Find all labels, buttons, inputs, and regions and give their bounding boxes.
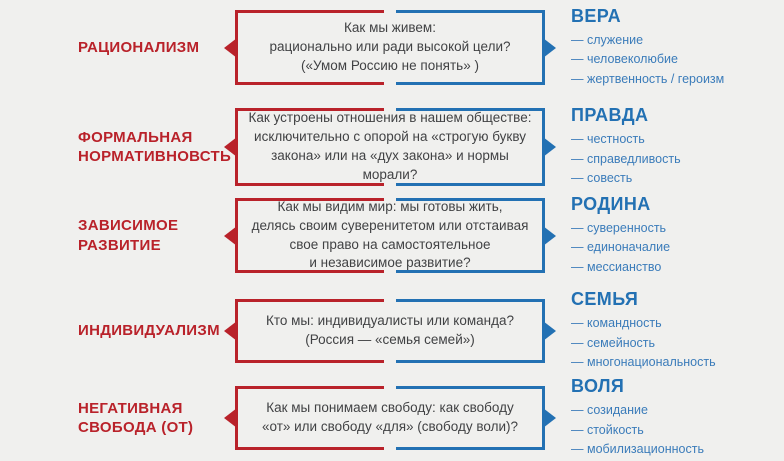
value-item: — командность bbox=[571, 316, 662, 331]
question-box: Как мы живем: рационально или ради высок… bbox=[224, 10, 556, 85]
value-item: — служение bbox=[571, 32, 644, 47]
value-item: — совесть bbox=[571, 171, 633, 186]
left-arrow-icon bbox=[224, 321, 237, 341]
value-item: — многонациональность bbox=[571, 355, 716, 370]
left-concept-label: ЗАВИСИМОЕ РАЗВИТИЕ bbox=[78, 217, 179, 254]
value-item: — честность bbox=[571, 132, 645, 147]
left-arrow-icon bbox=[224, 225, 237, 246]
value-item: — жертвенность / героизм bbox=[571, 71, 725, 86]
value-list: — командность — семейность — многонацион… bbox=[571, 314, 784, 372]
left-column: ИНДИВИДУАЛИЗМ bbox=[0, 321, 235, 341]
value-title: РОДИНА bbox=[571, 193, 651, 214]
value-item: — мессианство bbox=[571, 259, 662, 274]
right-column: ПРАВДА — честность — справедливость — со… bbox=[545, 105, 784, 188]
value-title: ПРАВДА bbox=[571, 105, 649, 126]
left-column: РАЦИОНАЛИЗМ bbox=[0, 38, 235, 58]
right-arrow-icon bbox=[543, 137, 556, 157]
right-column: ВЕРА — служение — человеколюбие — жертве… bbox=[545, 6, 784, 89]
left-concept-label: РАЦИОНАЛИЗМ bbox=[78, 38, 200, 56]
concept-row-dependent-development: ЗАВИСИМОЕ РАЗВИТИЕ Как мы видим мир: мы … bbox=[0, 194, 784, 274]
left-column: НЕГАТИВНАЯ СВОБОДА (ОТ) bbox=[0, 399, 235, 438]
value-item: — семейность bbox=[571, 335, 656, 350]
question-text: Как мы видим мир: мы готовы жить, делясь… bbox=[251, 198, 529, 271]
concept-row-formal-normativity: ФОРМАЛЬНАЯ НОРМАТИВНОВСТЬ Как устроены о… bbox=[0, 105, 784, 188]
question-box: Как устроены отношения в нашем обществе:… bbox=[224, 108, 556, 186]
value-item: — единоначалие bbox=[571, 240, 671, 255]
question-box: Как мы видим мир: мы готовы жить, делясь… bbox=[224, 198, 556, 273]
question-box: Кто мы: индивидуалисты или команда? (Рос… bbox=[224, 299, 556, 363]
right-column: РОДИНА — суверенность — единоначалие — м… bbox=[545, 194, 784, 277]
value-item: — мобилизационность bbox=[571, 442, 704, 457]
left-arrow-icon bbox=[224, 37, 237, 58]
value-list: — служение — человеколюбие — жертвенност… bbox=[571, 31, 784, 89]
concept-row-negative-freedom: НЕГАТИВНАЯ СВОБОДА (ОТ) Как мы понимаем … bbox=[0, 376, 784, 456]
value-item: — стойкость bbox=[571, 422, 644, 437]
right-column: СЕМЬЯ — командность — семейность — много… bbox=[545, 289, 784, 372]
center-column: Как мы видим мир: мы готовы жить, делясь… bbox=[224, 198, 556, 273]
value-item: — справедливость bbox=[571, 151, 681, 166]
value-title: СЕМЬЯ bbox=[571, 289, 639, 310]
right-column: ВОЛЯ — созидание — стойкость — мобилизац… bbox=[545, 376, 784, 459]
question-text: Как мы понимаем свободу: как свободу «от… bbox=[261, 400, 519, 434]
center-column: Как мы живем: рационально или ради высок… bbox=[224, 10, 556, 85]
question-text: Как устроены отношения в нашем обществе:… bbox=[248, 110, 532, 182]
value-list: — честность — справедливость — совесть bbox=[571, 130, 784, 188]
value-list: — суверенность — единоначалие — мессианс… bbox=[571, 219, 784, 277]
left-arrow-icon bbox=[224, 408, 237, 428]
value-item: — суверенность bbox=[571, 220, 667, 235]
value-title: ВЕРА bbox=[571, 5, 622, 26]
center-column: Как устроены отношения в нашем обществе:… bbox=[224, 108, 556, 186]
value-item: — созидание bbox=[571, 403, 648, 418]
question-box: Как мы понимаем свободу: как свободу «от… bbox=[224, 386, 556, 450]
right-arrow-icon bbox=[543, 225, 556, 246]
left-concept-label: ИНДИВИДУАЛИЗМ bbox=[78, 322, 220, 340]
left-concept-label: НЕГАТИВНАЯ СВОБОДА (ОТ) bbox=[78, 399, 194, 437]
value-item: — человеколюбие bbox=[571, 52, 678, 67]
center-column: Кто мы: индивидуалисты или команда? (Рос… bbox=[224, 299, 556, 363]
left-concept-label: ФОРМАЛЬНАЯ НОРМАТИВНОВСТЬ bbox=[78, 128, 232, 166]
question-text: Кто мы: индивидуалисты или команда? (Рос… bbox=[266, 313, 514, 347]
value-title: ВОЛЯ bbox=[571, 376, 625, 397]
left-column: ФОРМАЛЬНАЯ НОРМАТИВНОВСТЬ bbox=[0, 128, 235, 167]
right-arrow-icon bbox=[543, 321, 556, 341]
left-arrow-icon bbox=[224, 137, 237, 157]
right-arrow-icon bbox=[543, 408, 556, 428]
right-arrow-icon bbox=[543, 37, 556, 58]
center-column: Как мы понимаем свободу: как свободу «от… bbox=[224, 386, 556, 450]
concept-row-rationalism: РАЦИОНАЛИЗМ Как мы живем: рационально ил… bbox=[0, 6, 784, 86]
value-list: — созидание — стойкость — мобилизационно… bbox=[571, 401, 784, 459]
concept-row-individualism: ИНДИВИДУАЛИЗМ Кто мы: индивидуалисты или… bbox=[0, 289, 784, 369]
question-text: Как мы живем: рационально или ради высок… bbox=[269, 20, 511, 73]
left-column: ЗАВИСИМОЕ РАЗВИТИЕ bbox=[0, 216, 235, 255]
